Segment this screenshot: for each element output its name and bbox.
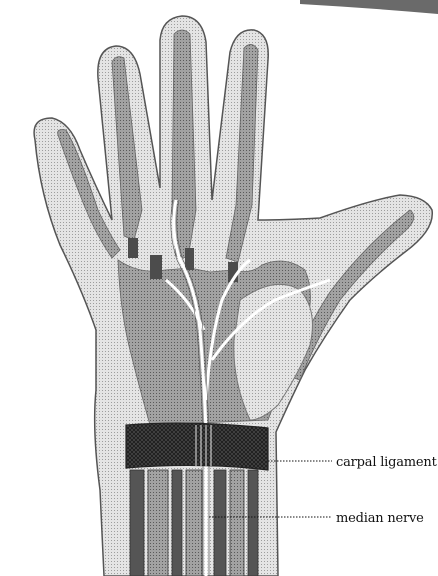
thenar-eminence xyxy=(234,284,313,420)
carpal-ligament xyxy=(126,423,268,470)
wrist-tendons xyxy=(130,470,258,576)
carpal-ligament-label: carpal ligament xyxy=(336,455,437,470)
median-nerve-label: median nerve xyxy=(336,511,424,526)
scan-shadow xyxy=(300,0,438,14)
